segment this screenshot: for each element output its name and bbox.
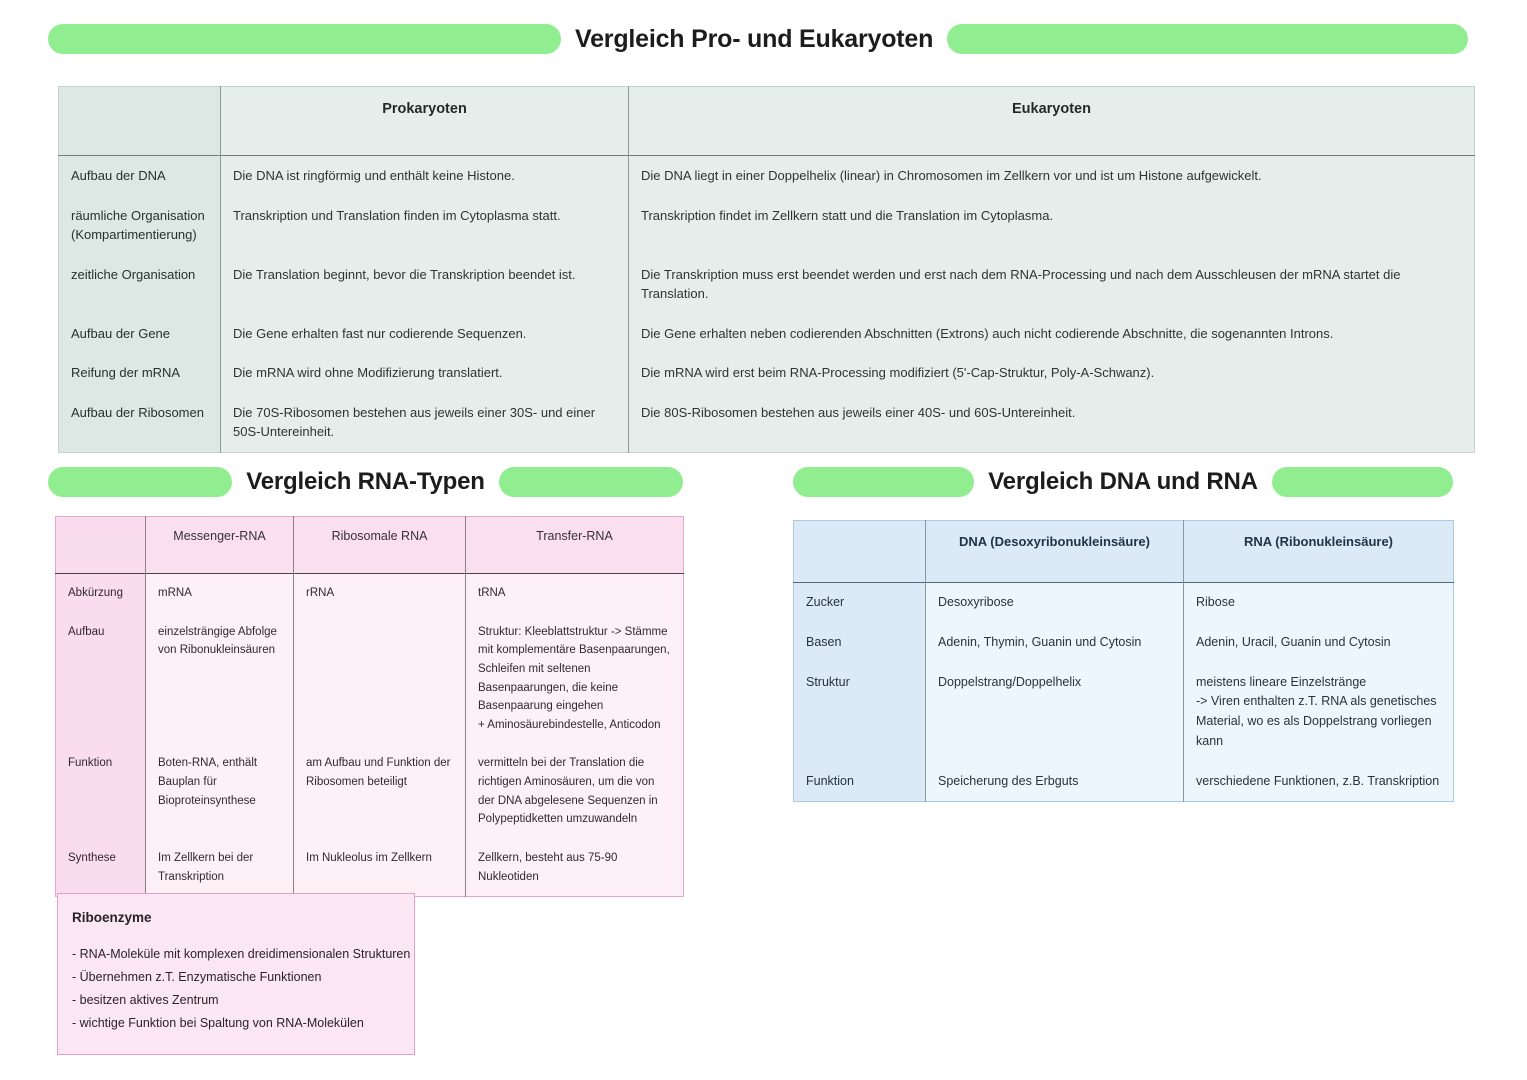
section-title-rna-typen: Vergleich RNA-Typen [246,468,485,495]
cell-mrna-aufbau: einzelsträngige Abfolge von Ribonukleins… [145,612,294,745]
row-label-aufbau-der-ribosomen: Aufbau der Ribosomen [58,392,221,452]
cell-eukaryoten-zeitliche-organisation: Die Transkription muss erst beendet werd… [641,266,1401,302]
column-header-messenger-rna: Messenger-RNA [145,516,294,574]
row-label-synthese: Synthese [55,838,146,897]
table-row: Struktur Doppelstrang/Doppelhelix meiste… [793,662,1454,762]
cell-eukaryoten-aufbau-der-dna: Die DNA liegt in einer Doppelhelix (line… [641,168,1262,183]
cell-rrna-synthese: Im Nukleolus im Zellkern [293,838,466,897]
cell-trna-aufbau: Struktur: Kleeblattstruktur -> Stämme mi… [478,625,670,731]
riboenzyme-title: Riboenzyme [72,910,152,925]
table-row: Aufbau der DNA Die DNA ist ringförmig un… [58,155,1475,196]
cell-trna-funktion: vermitteln bei der Translation die richt… [478,757,658,826]
row-label-zucker: Zucker [793,582,926,623]
cell-dna-struktur: Doppelstrang/Doppelhelix [925,662,1184,762]
column-header-ribosomale-rna: Ribosomale RNA [293,516,466,574]
column-header-blank [58,86,221,156]
cell-prokaryoten-reifung-der-mrna: Die mRNA wird ohne Modifizierung transla… [220,353,629,393]
table-header-row: DNA (Desoxyribonukleinsäure) RNA (Ribonu… [793,520,1454,583]
banner-pill-right [498,467,684,497]
column-header-transfer-rna: Transfer-RNA [465,516,684,574]
cell-dna-basen: Adenin, Thymin, Guanin und Cytosin [925,622,1184,663]
row-label-funktion: Funktion [55,744,146,839]
cell-eukaryoten-aufbau-der-gene: Die Gene erhalten neben codierenden Absc… [641,325,1334,341]
list-item: - besitzen aktives Zentrum [72,993,219,1008]
cell-prokaryoten-aufbau-der-dna: Die DNA ist ringförmig und enthält keine… [220,155,629,196]
cell-rrna-abkuerzung: rRNA [293,573,466,613]
cell-dna-funktion: Speicherung des Erbguts [925,761,1184,802]
banner-pill-left [48,24,561,54]
column-header-eukaryoten: Eukaryoten [1012,101,1091,117]
row-label-struktur: Struktur [793,662,926,762]
cell-trna-abkuerzung: tRNA [478,587,506,599]
cell-trna-synthese: Zellkern, besteht aus 75-90 Nukleotiden [478,851,618,883]
row-label-funktion: Funktion [793,761,926,802]
banner-vergleich-dna-und-rna: Vergleich DNA und RNA [793,465,1454,499]
page-title: Vergleich Pro- und Eukaryoten [575,24,934,53]
row-label-reifung-der-mrna: Reifung der mRNA [58,353,221,393]
banner-pill-right [947,24,1468,54]
table-row: Synthese Im Zellkern bei der Transkripti… [55,838,684,897]
cell-prokaryoten-raeumliche-organisation: Transkription und Translation finden im … [220,195,629,255]
table-row: Basen Adenin, Thymin, Guanin und Cytosin… [793,622,1454,663]
list-item: - RNA-Moleküle mit komplexen dreidimensi… [72,947,411,961]
cell-rna-funktion: verschiedene Funktionen, z.B. Transkript… [1196,773,1440,788]
riboenzyme-list: - RNA-Moleküle mit komplexen dreidimensi… [72,943,411,1036]
row-label-abkuerzung: Abkürzung [55,573,146,613]
row-label-aufbau-der-dna: Aufbau der DNA [58,155,221,196]
banner-pill-right [1271,467,1454,497]
banner-pill-left [793,467,975,497]
cell-eukaryoten-aufbau-der-ribosomen: Die 80S-Ribosomen bestehen aus jeweils e… [641,404,1076,420]
table-rna-typen: Messenger-RNA Ribosomale RNA Transfer-RN… [55,516,684,898]
section-title-dna-rna: Vergleich DNA und RNA [988,468,1258,495]
cell-rrna-aufbau [293,612,466,745]
column-header-rna: RNA (Ribonukleinsäure) [1183,520,1454,583]
table-row: Funktion Speicherung des Erbguts verschi… [793,761,1454,802]
table-prokaryoten-eukaryoten: Prokaryoten Eukaryoten Aufbau der DNA Di… [58,86,1475,453]
row-label-raeumliche-organisation: räumliche Organisation (Kompartimentieru… [58,195,221,255]
list-item: - Übernehmen z.T. Enzymatische Funktione… [72,970,322,985]
cell-mrna-funktion: Boten-RNA, enthält Bauplan für Bioprotei… [145,744,294,839]
row-label-basen: Basen [793,622,926,663]
banner-vergleich-pro-eukaryoten: Vergleich Pro- und Eukaryoten [48,22,1468,56]
column-header-dna: DNA (Desoxyribonukleinsäure) [925,520,1184,583]
cell-prokaryoten-aufbau-der-ribosomen: Die 70S-Ribosomen bestehen aus jeweils e… [220,392,629,452]
cell-dna-zucker: Desoxyribose [925,582,1184,623]
table-row: zeitliche Organisation Die Translation b… [58,254,1475,314]
column-header-blank [55,516,146,574]
cell-rna-basen: Adenin, Uracil, Guanin und Cytosin [1196,634,1391,649]
cell-rrna-funktion: am Aufbau und Funktion der Ribosomen bet… [293,744,466,839]
cell-eukaryoten-reifung-der-mrna: Die mRNA wird erst beim RNA-Processing m… [641,365,1155,380]
table-row: Aufbau einzelsträngige Abfolge von Ribon… [55,612,684,745]
table-row: Zucker Desoxyribose Ribose [793,582,1454,623]
banner-vergleich-rna-typen: Vergleich RNA-Typen [48,465,684,499]
table-dna-rna: DNA (Desoxyribonukleinsäure) RNA (Ribonu… [793,520,1454,803]
table-row: Abkürzung mRNA rRNA tRNA [55,573,684,613]
table-row: Aufbau der Ribosomen Die 70S-Ribosomen b… [58,392,1475,452]
table-header-row: Prokaryoten Eukaryoten [58,86,1475,156]
cell-prokaryoten-zeitliche-organisation: Die Translation beginnt, bevor die Trans… [220,254,629,314]
table-row: räumliche Organisation (Kompartimentieru… [58,195,1475,255]
row-label-aufbau: Aufbau [55,612,146,745]
cell-prokaryoten-aufbau-der-gene: Die Gene erhalten fast nur codierende Se… [220,313,629,353]
column-header-prokaryoten: Prokaryoten [220,86,629,156]
cell-mrna-synthese: Im Zellkern bei der Transkription [145,838,294,897]
riboenzyme-note-box: Riboenzyme - RNA-Moleküle mit komplexen … [57,893,415,1055]
cell-rna-zucker: Ribose [1196,595,1235,609]
table-row: Reifung der mRNA Die mRNA wird ohne Modi… [58,353,1475,393]
table-row: Funktion Boten-RNA, enthält Bauplan für … [55,744,684,839]
row-label-zeitliche-organisation: zeitliche Organisation [58,254,221,314]
table-header-row: Messenger-RNA Ribosomale RNA Transfer-RN… [55,516,684,574]
table-row: Aufbau der Gene Die Gene erhalten fast n… [58,313,1475,353]
cell-mrna-abkuerzung: mRNA [145,573,294,613]
cell-eukaryoten-raeumliche-organisation: Transkription findet im Zellkern statt u… [641,207,1054,223]
column-header-blank [793,520,926,583]
cell-rna-struktur: meistens lineare Einzelstränge -> Viren … [1196,674,1437,748]
banner-pill-left [48,467,233,497]
row-label-aufbau-der-gene: Aufbau der Gene [58,313,221,353]
list-item: - wichtige Funktion bei Spaltung von RNA… [72,1016,364,1031]
